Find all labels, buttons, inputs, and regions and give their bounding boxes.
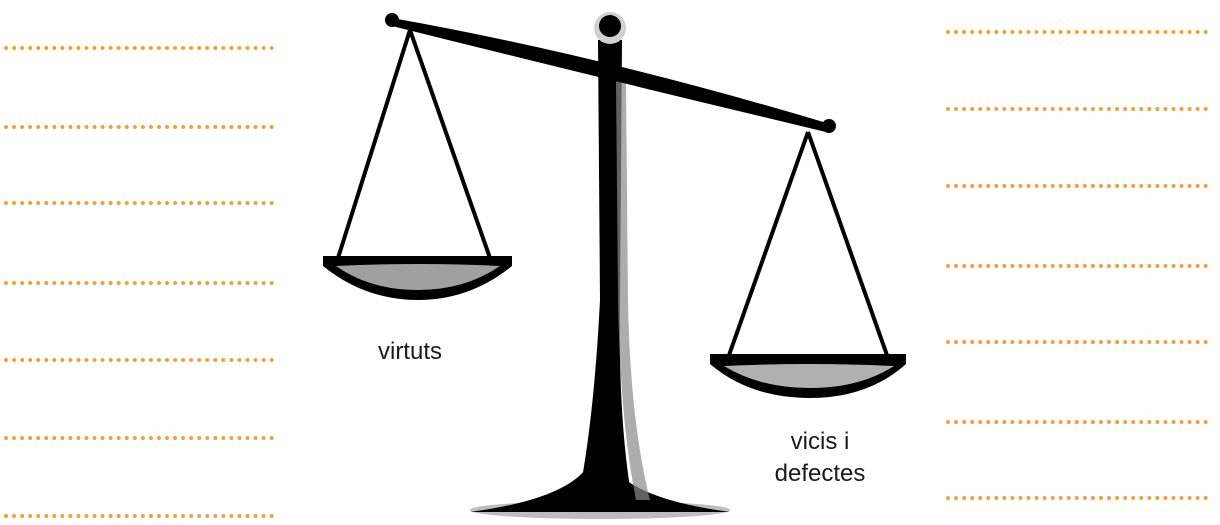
right-pan-string-2 — [808, 132, 888, 358]
left-pan-string-1 — [338, 30, 410, 258]
left-pan-string-2 — [410, 30, 490, 258]
label-virtuts: virtuts — [355, 336, 465, 368]
label-vicis-line-2: defectes — [752, 458, 888, 490]
label-vicis-i-defectes: vicis i defectes — [752, 426, 888, 490]
beam-left-end — [385, 13, 399, 27]
label-vicis-line-1: vicis i — [752, 426, 888, 458]
right-pan-string-1 — [728, 132, 808, 358]
beam-right-end — [822, 119, 836, 133]
scale-knob — [599, 15, 621, 37]
